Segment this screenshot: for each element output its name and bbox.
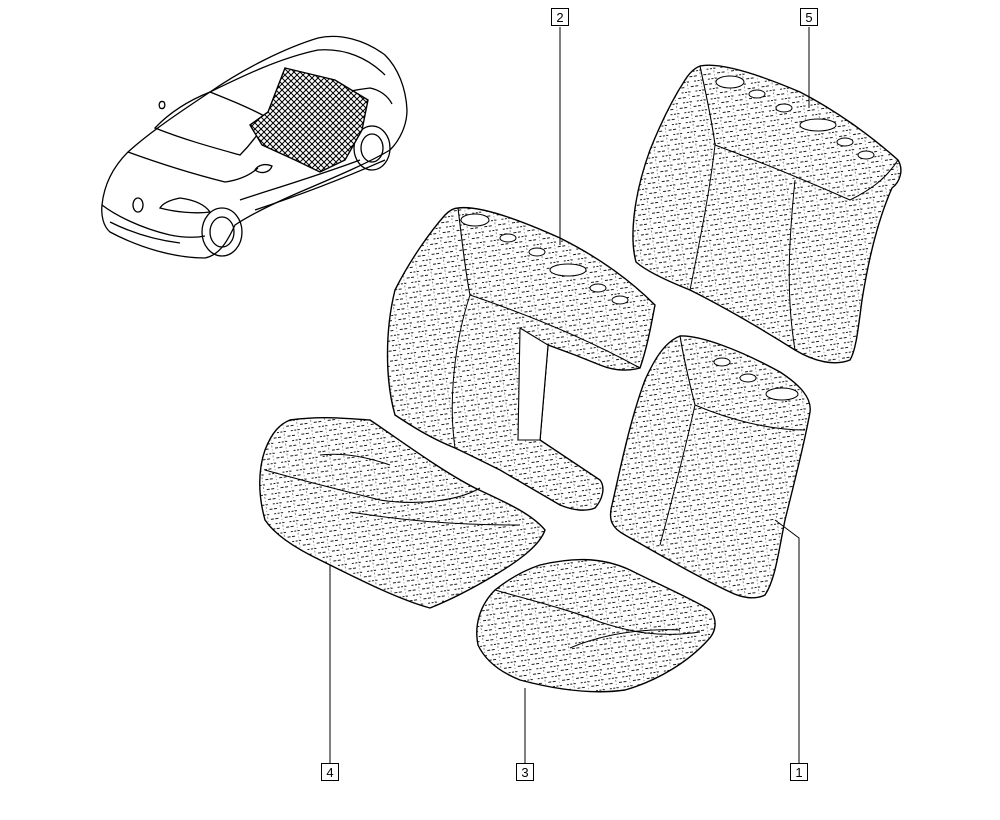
callout-5: 5 — [800, 8, 818, 26]
part-2-backrest — [386, 206, 656, 511]
callout-2: 2 — [551, 8, 569, 26]
part-1-backrest — [609, 335, 811, 599]
part-5-backrest — [632, 64, 902, 364]
callout-3: 3 — [516, 763, 534, 781]
part-3-cushion — [476, 558, 716, 693]
callout-1: 1 — [790, 763, 808, 781]
leader-lines — [329, 27, 810, 763]
leader-line-1 — [774, 519, 800, 763]
car-illustration — [101, 35, 408, 259]
callout-4: 4 — [321, 763, 339, 781]
part-4-cushion — [259, 416, 546, 609]
car-seat-highlight — [249, 67, 369, 173]
